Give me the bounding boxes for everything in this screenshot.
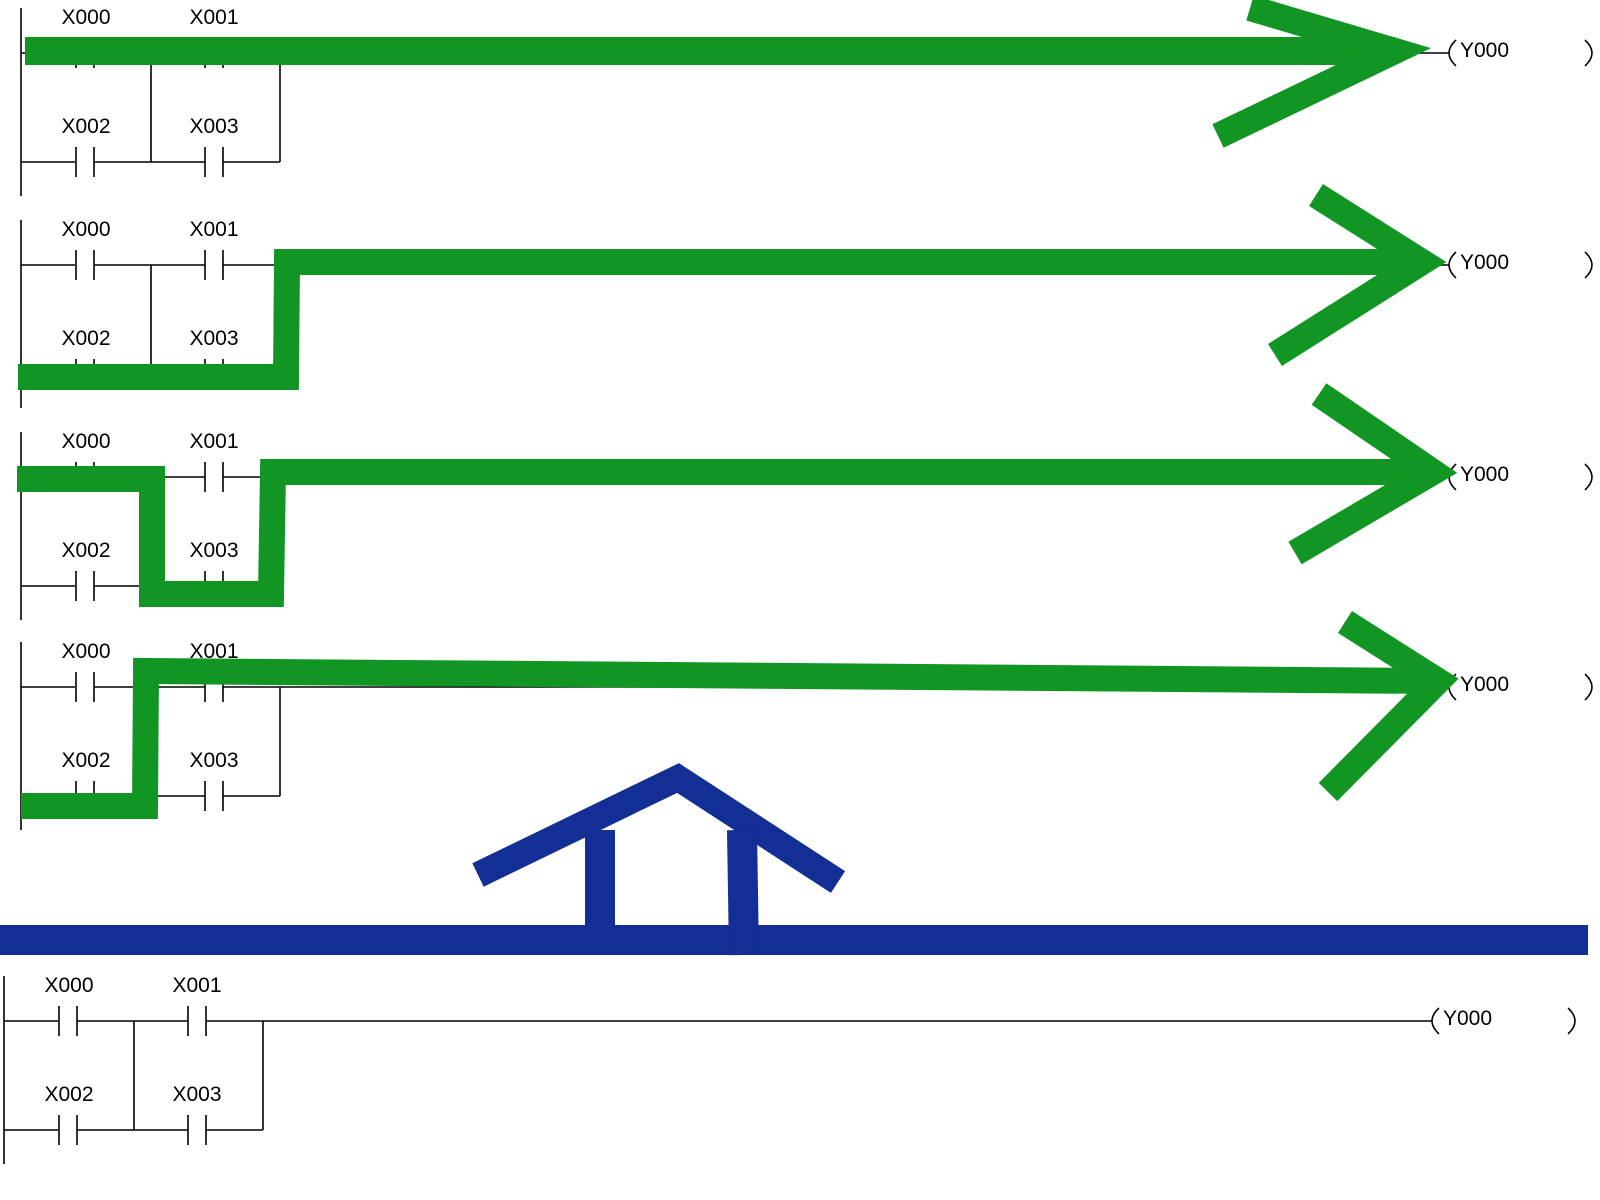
coil-label: Y000	[1460, 251, 1509, 274]
coil-label: Y000	[1460, 463, 1509, 486]
flow-arrow	[17, 383, 1458, 607]
contact-label: X001	[189, 430, 238, 453]
contact-label: X000	[61, 640, 110, 663]
contact-label: X003	[172, 1083, 221, 1106]
contact-label: X002	[61, 749, 110, 772]
contact-label: X002	[61, 539, 110, 562]
contact-label: X003	[189, 115, 238, 138]
coil-left-paren	[1431, 1007, 1440, 1035]
ladder-panel-summary: X000 X001 X002 X003 Y000	[3, 974, 1576, 1164]
divider-post-right	[727, 829, 759, 956]
coil-label: Y000	[1443, 1007, 1492, 1030]
contact-label: X003	[189, 749, 238, 772]
contact-label: X002	[61, 327, 110, 350]
ladder-panel: X000 X001 X002 X003 Y000	[18, 184, 1593, 408]
coil-left-paren	[1448, 251, 1457, 279]
contact-label: X001	[172, 974, 221, 997]
contact-label: X002	[61, 115, 110, 138]
contact-label: X002	[44, 1083, 93, 1106]
contact-label: X000	[61, 430, 110, 453]
contact-label: X001	[189, 6, 238, 29]
ladder-panel: X000 X001 X002 X003 Y000	[20, 0, 1593, 196]
ladder-panel: X000 X001 X002 X003 Y000	[20, 611, 1593, 830]
coil-right-paren	[1584, 463, 1593, 491]
contact-label: X000	[61, 218, 110, 241]
flow-arrow	[21, 611, 1459, 819]
contact-label: X000	[44, 974, 93, 997]
coil-label: Y000	[1460, 673, 1509, 696]
coil-right-paren	[1584, 673, 1593, 701]
flow-arrow	[25, 0, 1432, 148]
flow-arrow	[18, 184, 1447, 390]
coil-label: Y000	[1460, 39, 1509, 62]
contact-label: X000	[61, 6, 110, 29]
coil-left-paren	[1448, 39, 1457, 67]
contact-label: X001	[189, 640, 238, 663]
contact-label: X001	[189, 218, 238, 241]
coil-right-paren	[1567, 1007, 1576, 1035]
contact-label: X003	[189, 539, 238, 562]
contact-label: X003	[189, 327, 238, 350]
ladder-panel: X000 X001 X002 X003 Y000	[17, 383, 1593, 620]
divider-arrowhead	[472, 763, 846, 893]
coil-right-paren	[1584, 251, 1593, 279]
coil-right-paren	[1584, 39, 1593, 67]
divider-bar	[0, 763, 1588, 956]
